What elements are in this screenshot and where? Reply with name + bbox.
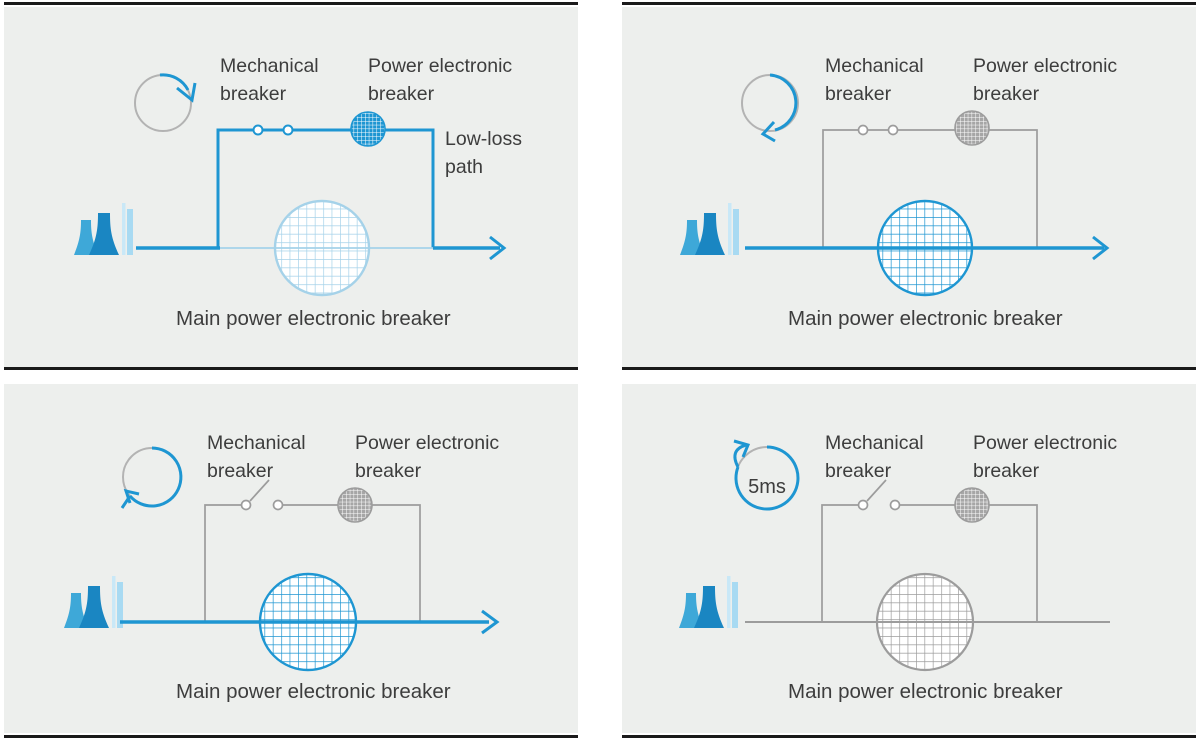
timer-half-icon xyxy=(741,73,799,143)
low-loss-bypass-path xyxy=(204,479,421,622)
small-pe-breaker-icon xyxy=(954,487,990,523)
panel-stage-1-diagram xyxy=(74,73,507,297)
power-electronic-breaker-label: Power electronic breaker xyxy=(355,432,500,482)
mechanical-switch-contact xyxy=(282,124,294,136)
rule-top-right xyxy=(622,2,1196,5)
mechanical-switch-contact xyxy=(887,124,899,136)
timer-full-icon xyxy=(733,439,800,511)
rule-bottom-left xyxy=(4,735,578,738)
panel-stage-2-diagram xyxy=(680,73,1110,297)
main-power-electronic-breaker-icon xyxy=(218,199,435,297)
small-pe-breaker-icon xyxy=(350,111,386,147)
panel-stage-4: 5ms Mechanical breaker Power electronic … xyxy=(622,384,1196,733)
main-flow-line xyxy=(745,235,1110,261)
power-plant-icon xyxy=(679,576,738,628)
output-arrow-icon xyxy=(489,235,507,261)
power-plant-icon xyxy=(74,203,133,255)
output-arrow-icon xyxy=(1092,235,1110,261)
main-flow-line xyxy=(136,235,507,261)
low-loss-bypass-path xyxy=(216,111,435,248)
mechanical-switch-contact xyxy=(857,124,869,136)
small-pe-breaker-icon xyxy=(337,487,373,523)
mechanical-switch-contact xyxy=(857,499,869,511)
panel-caption: Main power electronic breaker xyxy=(176,680,451,703)
mechanical-breaker-label: Mechanical breaker xyxy=(825,55,924,105)
panel-caption: Main power electronic breaker xyxy=(176,307,451,330)
panel-stage-3: Mechanical breaker Power electronic brea… xyxy=(4,384,578,733)
panel-caption: Main power electronic breaker xyxy=(788,307,1063,330)
output-arrow-icon xyxy=(481,609,500,635)
panel-stage-1: Mechanical breaker Power electronic brea… xyxy=(4,7,578,367)
timer-quarter-icon xyxy=(134,73,197,132)
power-plant-icon xyxy=(64,576,123,628)
mechanical-breaker-label: Mechanical breaker xyxy=(825,432,924,482)
panel-stage-3-diagram xyxy=(64,446,500,672)
rule-mid-left xyxy=(4,367,578,370)
mechanical-breaker-label: Mechanical breaker xyxy=(207,432,306,482)
main-flow-line xyxy=(120,609,500,635)
open-switch-blade xyxy=(866,479,887,502)
mechanical-switch-contact xyxy=(889,499,901,511)
low-loss-bypass-path xyxy=(821,479,1038,622)
power-plant-icon xyxy=(680,203,739,255)
panel-stage-2: Mechanical breaker Power electronic brea… xyxy=(622,7,1196,367)
open-switch-blade xyxy=(249,479,270,502)
power-electronic-breaker-label: Power electronic breaker xyxy=(368,55,513,105)
power-electronic-breaker-label: Power electronic breaker xyxy=(973,55,1118,105)
rule-mid-right xyxy=(622,367,1196,370)
mechanical-switch-contact xyxy=(272,499,284,511)
rule-top-left xyxy=(4,2,578,5)
timer-value-label: 5ms xyxy=(748,476,786,498)
rule-bottom-right xyxy=(622,735,1196,738)
mechanical-switch-contact xyxy=(240,499,252,511)
panel-stage-4-diagram xyxy=(679,439,1110,672)
timer-three-quarter-icon xyxy=(120,446,183,509)
low-loss-path-label: Low-loss path xyxy=(445,128,522,178)
mechanical-breaker-label: Mechanical breaker xyxy=(220,55,319,105)
small-pe-breaker-icon xyxy=(954,110,990,146)
power-electronic-breaker-label: Power electronic breaker xyxy=(973,432,1118,482)
panel-caption: Main power electronic breaker xyxy=(788,680,1063,703)
low-loss-bypass-path xyxy=(822,110,1038,248)
mechanical-switch-contact xyxy=(252,124,264,136)
